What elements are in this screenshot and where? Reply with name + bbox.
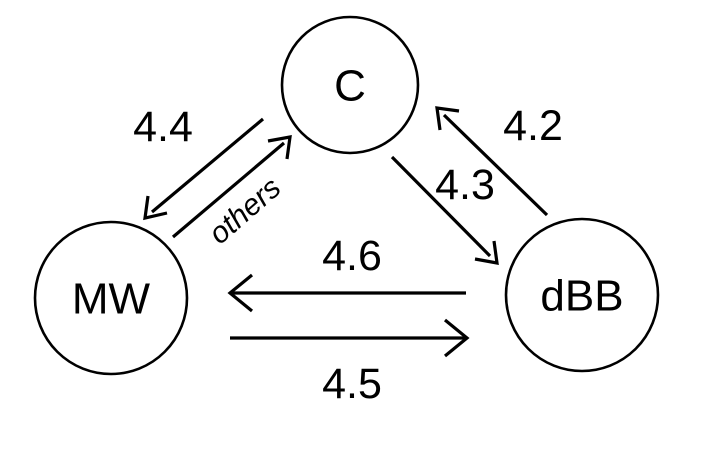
edge-dbb-to-mw: 4.6	[227, 232, 466, 313]
node-c-circle[interactable]	[280, 15, 420, 155]
edge-c-to-mw-arrowhead	[143, 195, 168, 221]
node-dbb[interactable]: dBB	[504, 217, 660, 373]
edge-dbb-to-c-arrowhead	[435, 106, 460, 131]
edge-mw-to-c-line	[171, 141, 286, 239]
edge-mw-to-dbb-arrowhead	[443, 318, 470, 358]
node-mw-circle[interactable]	[33, 220, 189, 376]
edge-c-to-dbb-arrowhead	[474, 240, 499, 265]
edge-mw-to-c: others	[171, 135, 292, 251]
node-dbb-label: dBB	[540, 272, 623, 321]
edge-mw-to-dbb: 4.5	[230, 318, 470, 408]
edge-dbb-to-c: 4.2	[435, 102, 563, 217]
edge-label-4-5: 4.5	[322, 360, 382, 408]
node-c-label: C	[334, 62, 366, 111]
edge-c-to-dbb: 4.3	[390, 155, 499, 265]
node-c[interactable]: C	[280, 15, 420, 155]
edge-label-4-4: 4.4	[133, 103, 193, 151]
edge-c-to-mw: 4.4	[133, 103, 265, 221]
edge-dbb-to-mw-arrowhead	[227, 273, 254, 313]
edge-c-to-mw-line	[150, 117, 265, 214]
edge-label-4-3: 4.3	[435, 161, 495, 209]
edge-label-others: others	[203, 171, 288, 251]
edge-mw-to-c-arrowhead	[267, 135, 292, 160]
edge-label-4-6: 4.6	[322, 232, 382, 280]
node-mw[interactable]: MW	[33, 220, 189, 376]
node-dbb-circle[interactable]	[504, 217, 660, 373]
edge-c-to-dbb-line	[390, 155, 492, 258]
node-mw-label: MW	[72, 275, 151, 324]
edge-label-4-2: 4.2	[503, 102, 563, 150]
edge-dbb-to-c-line	[442, 113, 549, 217]
